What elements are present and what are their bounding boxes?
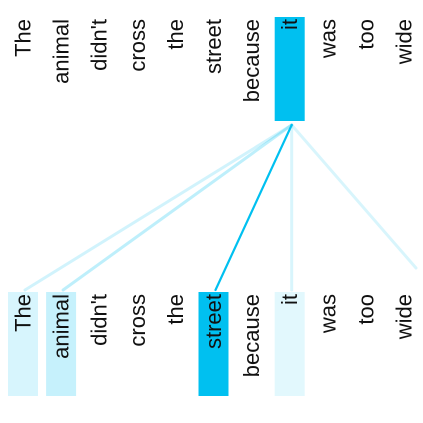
query-token-animal-1[interactable]: animal [49,19,74,84]
query-token-the-0[interactable]: The [11,19,36,57]
query-token-street-5[interactable]: street [201,19,226,74]
key-token-the-4[interactable]: the [163,294,188,325]
key-token-was-8[interactable]: was [315,294,340,334]
attention-lines [23,123,418,292]
key-token-highlight [274,292,305,396]
query-token-label: The [11,19,36,57]
key-token-label: was [315,294,340,334]
key-token-highlight [198,292,229,396]
key-token-label: it [277,294,302,305]
key-token-label: the [163,294,188,325]
key-token-animal-1[interactable]: animal [46,292,77,396]
query-token-label: cross [125,19,150,72]
key-token-label: street [201,294,226,349]
query-token-too-9[interactable]: too [353,19,378,50]
query-token-label: wide [392,19,417,65]
query-token-label: didn't [87,19,112,71]
query-token-label: animal [49,19,74,84]
query-token-label: the [163,19,188,50]
key-token-because-6[interactable]: because [239,294,264,377]
key-token-it-7[interactable]: it [274,292,305,396]
query-token-label: street [201,19,226,74]
query-token-wide-10[interactable]: wide [392,19,417,65]
key-token-label: cross [125,294,150,347]
attention-line-wide-10 [290,123,418,270]
query-token-the-4[interactable]: the [163,19,188,50]
key-token-the-0[interactable]: The [8,292,38,396]
query-token-label: was [315,19,340,59]
query-token-label: too [353,19,378,50]
key-token-label: because [239,294,264,377]
key-token-street-5[interactable]: street [198,292,229,396]
key-token-label: The [11,294,36,332]
query-token-it-7[interactable]: it [274,17,305,121]
key-token-too-9[interactable]: too [353,294,378,325]
key-token-label: animal [49,294,74,359]
attention-line-the-0 [23,123,294,292]
query-token-label: it [277,19,302,30]
attention-line-animal-1 [61,123,294,292]
key-token-wide-10[interactable]: wide [392,294,417,340]
key-token-highlight [8,292,38,396]
attention-line-street-5 [214,123,293,292]
key-token-cross-3[interactable]: cross [125,294,150,347]
key-token-highlight [46,292,77,396]
query-token-cross-3[interactable]: cross [125,19,150,72]
query-token-was-8[interactable]: was [315,19,340,59]
key-token-label: wide [392,294,417,340]
query-token-because-6[interactable]: because [239,19,264,102]
query-token-didn-t-2[interactable]: didn't [87,19,112,71]
query-token-highlight [274,17,305,121]
query-token-row: The animal didn't cross the street because it wa… [11,17,417,121]
key-token-label: didn't [87,294,112,346]
query-token-label: because [239,19,264,102]
key-token-label: too [353,294,378,325]
key-token-didn-t-2[interactable]: didn't [87,294,112,346]
key-token-row: The animal didn't cross the street because it wa… [8,292,417,396]
